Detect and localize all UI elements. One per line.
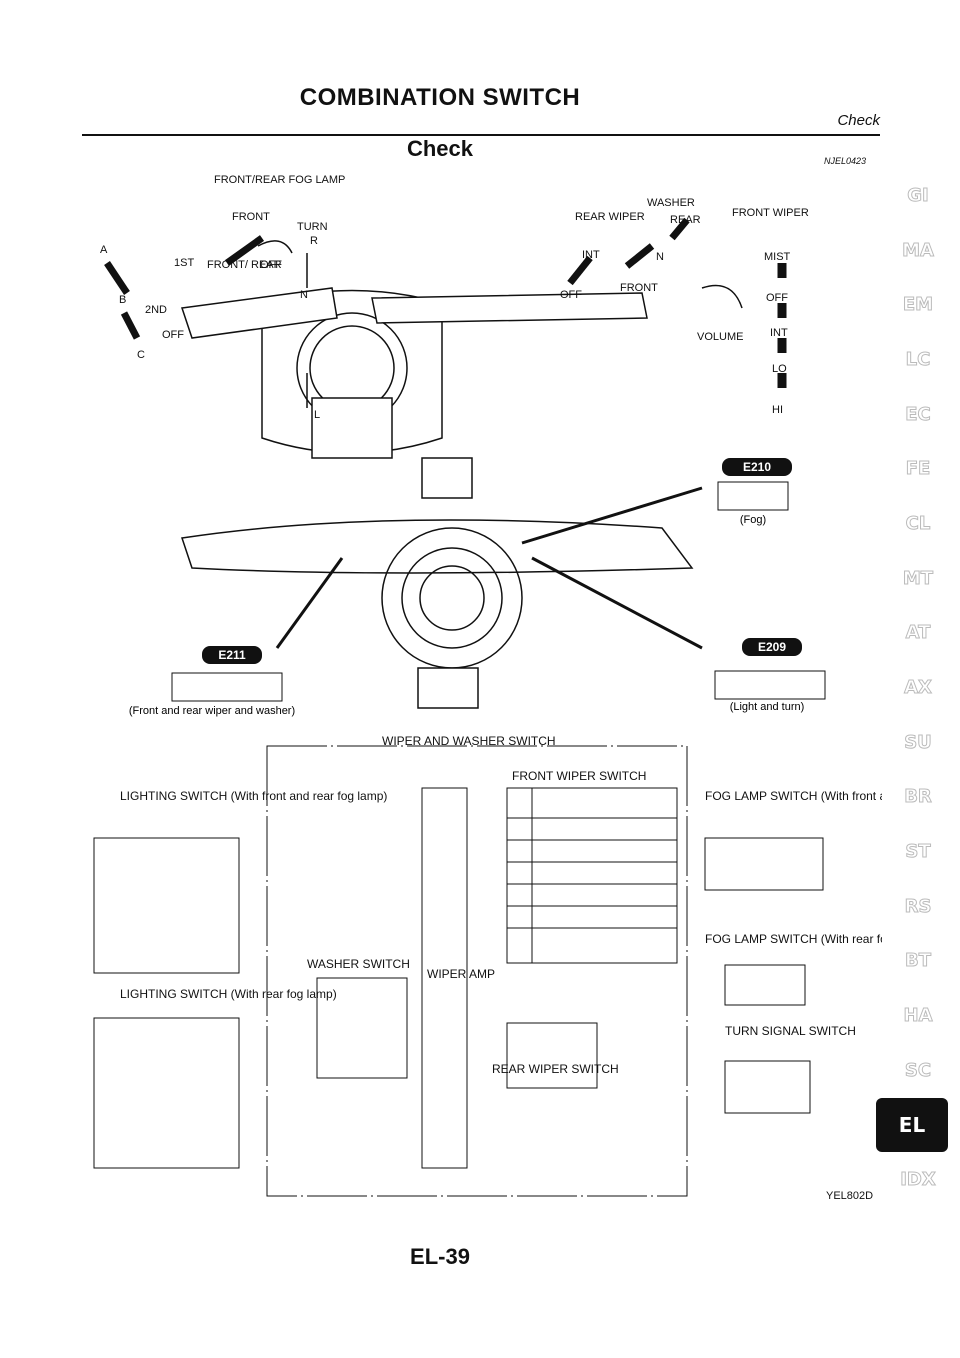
washer-table: WASHER SWITCH: [307, 957, 410, 1079]
page-header-subtitle: Check: [837, 112, 880, 129]
label-turn: TURN: [297, 221, 328, 233]
section-index-sidebar: GI MA EM LC EC FE CL MT AT AX SU BR ST R…: [876, 168, 948, 1207]
svg-text:E211: E211: [218, 648, 246, 662]
page-header-title: COMBINATION SWITCH: [299, 84, 581, 111]
page-number: EL-39: [410, 1244, 470, 1269]
index-tab[interactable]: MA: [902, 239, 935, 261]
label-wiper-lo: LO: [772, 363, 787, 375]
index-tab[interactable]: RS: [904, 895, 932, 917]
index-tab[interactable]: LC: [905, 348, 931, 370]
label-volume: VOLUME: [697, 331, 743, 343]
index-tab[interactable]: AT: [905, 622, 931, 644]
index-tab[interactable]: GI: [907, 184, 929, 206]
label-2nd: 2ND: [145, 304, 167, 316]
label-fog-lamp: FRONT/REAR FOG LAMP: [214, 174, 345, 186]
svg-text:LIGHTING SWITCH (With rear fog: LIGHTING SWITCH (With rear fog lamp): [120, 987, 337, 1001]
svg-text:(Front and rear wiper and wash: (Front and rear wiper and washer): [129, 705, 295, 717]
connector-e209: E209 (Light and turn): [714, 638, 826, 713]
svg-text:REAR WIPER SWITCH: REAR WIPER SWITCH: [492, 1062, 619, 1076]
label-b: B: [119, 294, 126, 306]
lighting-table-front-rear: LIGHTING SWITCH (With front and rear fog…: [93, 789, 387, 974]
front-wiper-table: FRONT WIPER SWITCH: [506, 769, 678, 964]
lighting-table-rear: LIGHTING SWITCH (With rear fog lamp): [93, 987, 337, 1169]
index-tab[interactable]: SU: [904, 731, 933, 753]
label-wiper-int: INT: [770, 327, 788, 339]
rear-wiper-table: REAR WIPER SWITCH: [492, 1022, 619, 1089]
figure-reference: YEL802D: [826, 1190, 874, 1202]
connector-e211: E211 (Front and rear wiper and washer): [129, 646, 295, 717]
switch-labels: FRONT/REAR FOG LAMP FRONT TURN R N L OFF…: [100, 174, 809, 421]
index-tab[interactable]: AX: [904, 677, 933, 699]
label-front-wiper: FRONT WIPER: [732, 207, 809, 219]
connector-e210: E210 (Fog): [717, 458, 792, 526]
index-tab[interactable]: FE: [905, 458, 931, 480]
svg-text:(Fog): (Fog): [740, 514, 766, 526]
index-tab[interactable]: ST: [905, 841, 931, 863]
index-tab[interactable]: EC: [905, 403, 932, 425]
label-light-off: OFF: [162, 329, 184, 341]
index-tab[interactable]: BR: [904, 786, 933, 808]
label-rear-int: INT: [582, 249, 600, 261]
index-tab[interactable]: EM: [902, 294, 934, 316]
section-code: NJEL0423: [823, 156, 866, 166]
svg-text:E209: E209: [758, 640, 786, 654]
label-rear-off: OFF: [560, 289, 582, 301]
label-washer-front: FRONT: [620, 282, 658, 294]
label-turn-n: N: [300, 289, 308, 301]
index-tab[interactable]: BT: [905, 950, 932, 972]
label-c: C: [137, 349, 145, 361]
label-turn-r: R: [310, 235, 318, 247]
svg-text:(Light and turn): (Light and turn): [730, 701, 805, 713]
label-wiper-hi: HI: [772, 404, 783, 416]
svg-text:FOG LAMP SWITCH (With rear fog: FOG LAMP SWITCH (With rear fog lamp): [705, 932, 882, 946]
index-tab-active[interactable]: EL: [876, 1097, 948, 1153]
index-tab[interactable]: CL: [905, 512, 931, 534]
index-tab[interactable]: HA: [903, 1005, 933, 1027]
switch-underside-illustration: [181, 486, 703, 709]
header-rule: [82, 134, 880, 136]
label-rear: REAR: [670, 214, 701, 226]
svg-text:E210: E210: [743, 460, 771, 474]
fog-table-front-rear: FOG LAMP SWITCH (With front and rear fog…: [704, 789, 882, 891]
label-front-rear: FRONT/ REAR: [207, 259, 282, 271]
label-a: A: [100, 244, 108, 256]
label-wiper-off: OFF: [766, 292, 788, 304]
combination-switch-figure: FRONT/REAR FOG LAMP FRONT TURN R N L OFF…: [93, 174, 882, 1197]
label-mist: MIST: [764, 251, 791, 263]
label-front: FRONT: [232, 211, 270, 223]
wiper-washer-schematic: WIPER AND WASHER SWITCH WIPER AMP FRONT …: [266, 734, 688, 1197]
section-title: Check: [406, 136, 474, 161]
svg-text:WASHER SWITCH: WASHER SWITCH: [307, 957, 410, 971]
index-tab[interactable]: IDX: [900, 1169, 937, 1191]
label-washer: WASHER: [647, 197, 695, 209]
label-1st: 1ST: [174, 257, 194, 269]
label-turn-l: L: [314, 409, 320, 421]
switch-illustration: [104, 217, 787, 499]
svg-text:FRONT WIPER SWITCH: FRONT WIPER SWITCH: [512, 769, 646, 783]
svg-text:FOG LAMP SWITCH (With front an: FOG LAMP SWITCH (With front and rear fog…: [705, 789, 882, 803]
index-tab[interactable]: MT: [902, 567, 934, 589]
label-washer-n: N: [656, 251, 664, 263]
label-fog-off: OFF: [260, 259, 282, 271]
fog-table-rear: FOG LAMP SWITCH (With rear fog lamp): [705, 932, 882, 1006]
svg-text:LIGHTING SWITCH (With front an: LIGHTING SWITCH (With front and rear fog…: [120, 789, 387, 803]
label-rear-wiper: REAR WIPER: [575, 211, 645, 223]
svg-text:WIPER AND WASHER SWITCH: WIPER AND WASHER SWITCH: [382, 734, 556, 748]
wiper-amp-label: WIPER AMP: [427, 967, 495, 981]
index-tab[interactable]: SC: [904, 1059, 932, 1081]
turn-signal-table: TURN SIGNAL SWITCH: [724, 1024, 856, 1114]
svg-text:TURN SIGNAL SWITCH: TURN SIGNAL SWITCH: [725, 1024, 856, 1038]
